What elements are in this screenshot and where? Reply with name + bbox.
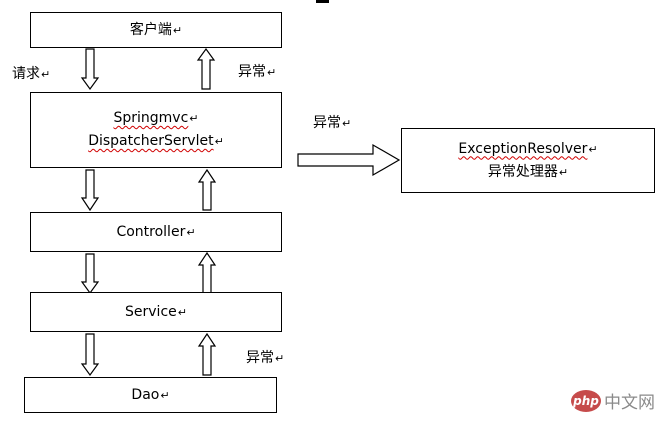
paragraph-mark: ↵ xyxy=(342,117,352,130)
paragraph-mark: ↵ xyxy=(588,142,598,156)
dispatcher-line1: Springmvc xyxy=(113,110,189,126)
arrow-down-request xyxy=(80,48,100,91)
dispatcher-line2: DispatcherServlet xyxy=(88,133,214,149)
exception-label-bottom: 异常↵ xyxy=(246,350,284,367)
arrow-up-service xyxy=(197,332,217,376)
service-label: Service xyxy=(125,303,177,320)
dao-label: Dao xyxy=(131,386,160,403)
client-label: 客户端 xyxy=(129,21,172,38)
controller-label: Controller xyxy=(116,223,186,240)
exception-label-right: 异常↵ xyxy=(313,115,351,132)
resolver-line2: 异常处理器 xyxy=(487,163,558,180)
exception-resolver-box: ExceptionResolver↵ 异常处理器↵ xyxy=(401,128,655,193)
watermark-logo: php 中文网 xyxy=(571,388,655,413)
arrow-up-exception-client xyxy=(196,47,216,90)
dao-box: Dao↵ xyxy=(24,377,277,413)
request-label: 请求↵ xyxy=(12,66,50,83)
dispatcher-servlet-box: Springmvc↵ DispatcherServlet↵ xyxy=(30,92,282,168)
arrow-down-dao xyxy=(80,333,100,377)
watermark-text: 中文网 xyxy=(604,393,655,413)
paragraph-mark: ↵ xyxy=(177,305,187,319)
paragraph-mark: ↵ xyxy=(189,112,199,125)
exception-label-right-text: 异常 xyxy=(313,115,341,131)
paragraph-mark: ↵ xyxy=(214,135,224,148)
service-box: Service↵ xyxy=(30,292,282,332)
exception-label-top: 异常↵ xyxy=(238,64,276,81)
paragraph-mark: ↵ xyxy=(558,165,569,179)
top-mark xyxy=(316,0,329,3)
arrow-down-controller xyxy=(80,169,100,212)
client-box: 客户端↵ xyxy=(30,12,282,48)
request-label-text: 请求 xyxy=(12,66,40,82)
paragraph-mark: ↵ xyxy=(275,352,285,365)
arrow-up-controller xyxy=(197,251,217,294)
paragraph-mark: ↵ xyxy=(172,23,183,37)
resolver-line1: ExceptionResolver xyxy=(458,140,588,157)
arrow-right-resolver xyxy=(297,143,401,177)
paragraph-mark: ↵ xyxy=(267,66,277,79)
controller-box: Controller↵ xyxy=(30,212,282,252)
exception-label-top-text: 异常 xyxy=(238,64,266,80)
arrow-down-service xyxy=(80,253,100,295)
exception-label-bottom-text: 异常 xyxy=(246,350,274,366)
paragraph-mark: ↵ xyxy=(160,388,170,402)
paragraph-mark: ↵ xyxy=(186,225,196,239)
paragraph-mark: ↵ xyxy=(41,68,51,81)
php-logo-icon: php xyxy=(571,389,601,412)
arrow-up-dispatcher xyxy=(197,168,217,211)
